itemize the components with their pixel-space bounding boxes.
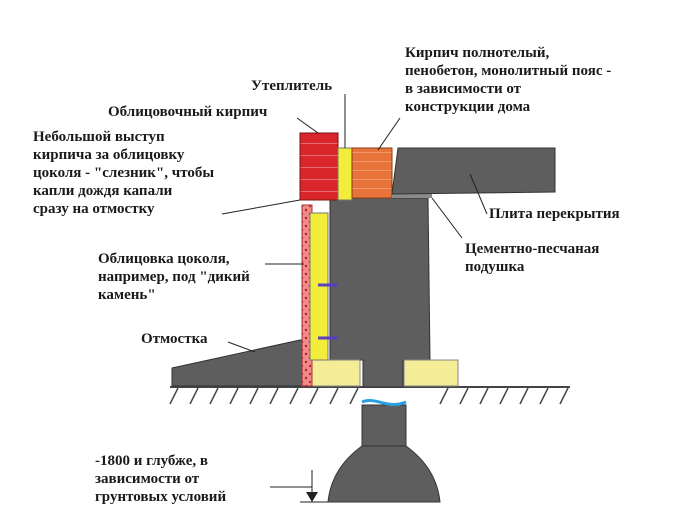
label-blind-area: Отмостка (141, 331, 208, 347)
label-floor-slab: Плита перекрытия (489, 206, 620, 222)
label-insulation: Утеплитель (251, 78, 333, 94)
leader-cushion (431, 197, 463, 239)
cushion-pad-right (403, 359, 459, 387)
depth-marker (300, 470, 328, 503)
leader-slab (469, 173, 488, 215)
foundation-footing (327, 445, 441, 503)
leader-solid (377, 117, 401, 151)
label-cement-cushion: Цементно-песчаная подушка (465, 241, 600, 275)
foundation-wall (329, 197, 431, 388)
ground-crack (361, 399, 407, 407)
leader-blind (227, 341, 256, 353)
cushion-pad-left (305, 359, 361, 387)
cement-cushion-strip (392, 192, 432, 198)
leader-facing (296, 117, 319, 134)
wall-insulation (337, 147, 353, 201)
label-plinth-cladding: Облицовка цоколя, например, под "дикий к… (98, 251, 250, 303)
label-facing-brick: Облицовочный кирпич (108, 104, 268, 120)
solid-brick-wall (351, 147, 393, 199)
leader-drip (221, 199, 301, 215)
label-drip-edge: Небольшой выступ кирпича за облицовку цо… (33, 129, 215, 217)
label-solid-brick: Кирпич полнотелый, пенобетон, монолитный… (405, 45, 612, 115)
facing-brick-wall (299, 132, 339, 201)
anchor-bolts (318, 283, 338, 340)
label-depth: -1800 и глубже, в зависимости от грунтов… (95, 453, 227, 505)
floor-slab (391, 147, 556, 195)
foundation-pillar (361, 404, 407, 451)
